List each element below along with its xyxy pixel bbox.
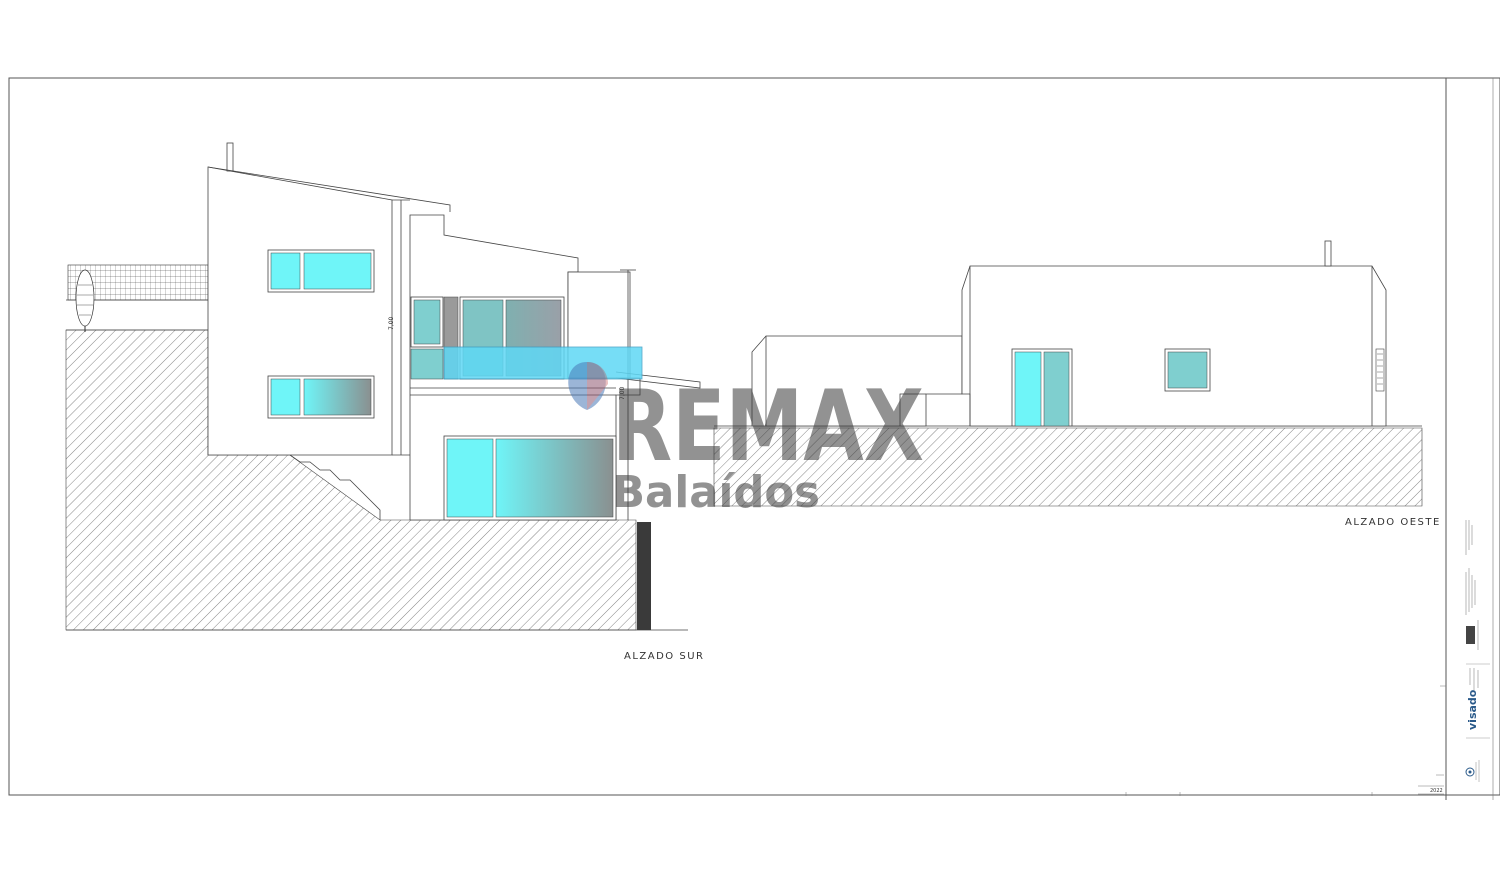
window-upper-left [267, 249, 375, 293]
qr-code [1466, 626, 1475, 644]
retaining-wall [637, 522, 651, 630]
watermark-brand: REMAX [612, 370, 924, 484]
dimension-main: 7,00 [388, 199, 410, 456]
glass-door-west [1011, 348, 1073, 427]
title-block: visado 2022 [1125, 520, 1490, 796]
remax-watermark: REMAX Balaídos [568, 362, 924, 518]
vent-slot [1375, 348, 1385, 392]
text-block-1 [1465, 520, 1476, 615]
college-logo-icon [1465, 767, 1475, 777]
south-elevation-label: ALZADO SUR [624, 651, 704, 662]
date-strip: 2022 [1125, 685, 1446, 796]
dimension-side: 7,00 [619, 269, 636, 520]
window-west [1164, 348, 1211, 392]
west-elevation-label: ALZADO OESTE [1345, 517, 1441, 528]
sheet-year: 2022 [1430, 788, 1443, 794]
tree-icon [75, 269, 95, 332]
west-elevation: ALZADO OESTE [713, 240, 1441, 528]
window-lower-left [267, 375, 375, 419]
glass-balcony [443, 346, 643, 380]
watermark-office: Balaídos [612, 467, 820, 518]
window-ground-floor [443, 435, 617, 521]
ground-hatch-west [713, 427, 1423, 507]
text-block-2 [1469, 668, 1479, 690]
dimension-label-main: 7,00 [388, 316, 395, 330]
sheet-frame [8, 77, 1500, 800]
balloon-icon [568, 362, 608, 410]
dimension-label-side: 7,00 [619, 386, 626, 400]
stairs [289, 454, 381, 520]
visado-stamp: visado [1466, 689, 1479, 730]
south-elevation: 7,00 7,00 [65, 142, 704, 662]
